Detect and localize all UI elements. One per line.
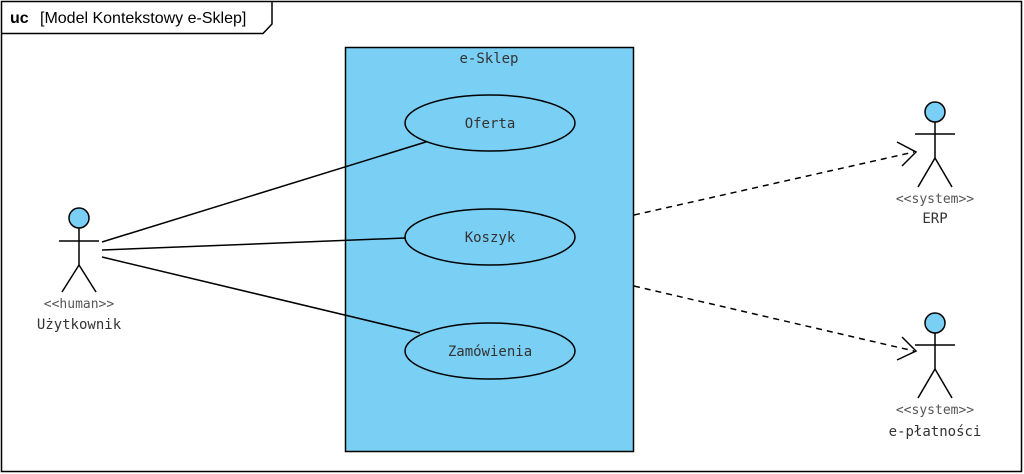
actor-uzytkownik-head [68, 207, 90, 229]
actor-uzytkownik-name: Użytkownik [37, 317, 122, 333]
actor-eplatnosci-leg-left [917, 368, 936, 399]
use-case-zamowienia-label: Zamówienia [448, 344, 532, 360]
use-case-oferta-ellipse [404, 94, 576, 152]
actor-erp-stereotype: <<system>> [896, 192, 974, 207]
actor-erp-head [924, 101, 946, 123]
actor-eplatnosci-leg-right [934, 368, 953, 399]
actor-uzytkownik[interactable]: <<human>> Użytkownik [37, 207, 122, 333]
actor-erp-leg-left [917, 157, 936, 188]
frame-title-tab [1, 1, 273, 35]
frame-title: [Model Kontekstowy e-Sklep] [40, 10, 246, 27]
association-uzytkownik-zamowienia [101, 256, 421, 334]
actor-erp[interactable]: <<system>> ERP [896, 101, 974, 227]
use-case-koszyk-ellipse [404, 208, 576, 266]
use-case-oferta-label: Oferta [465, 116, 516, 132]
system-boundary-label: e-Sklep [459, 51, 518, 67]
dependency-eshop-erp [633, 151, 915, 216]
actor-eplatnosci-head [924, 312, 946, 334]
actor-erp-name: ERP [922, 211, 947, 227]
actor-eplatnosci-stereotype: <<system>> [896, 403, 974, 418]
dependency-eshop-erp-arrowhead [896, 141, 918, 167]
frame-keyword: uc [10, 10, 29, 27]
actor-erp-leg-right [934, 157, 953, 188]
actor-uzytkownik-leg-right [78, 264, 97, 293]
use-case-zamowienia-ellipse [404, 322, 576, 380]
actor-uzytkownik-stereotype: <<human>> [44, 297, 115, 312]
use-case-koszyk[interactable]: Koszyk [404, 208, 576, 266]
dependency-eshop-eplatnosci-arrowhead [896, 336, 918, 361]
use-case-zamowienia[interactable]: Zamówienia [404, 322, 576, 380]
actor-uzytkownik-leg-left [61, 264, 80, 293]
actor-eplatnosci[interactable]: <<system>> e-płatności [889, 312, 982, 440]
association-uzytkownik-koszyk [101, 237, 406, 251]
association-uzytkownik-oferta [101, 140, 430, 243]
actor-eplatnosci-name: e-płatności [889, 424, 982, 440]
use-case-oferta[interactable]: Oferta [404, 94, 576, 152]
dependency-eshop-eplatnosci [633, 285, 915, 352]
use-case-koszyk-label: Koszyk [465, 230, 516, 246]
